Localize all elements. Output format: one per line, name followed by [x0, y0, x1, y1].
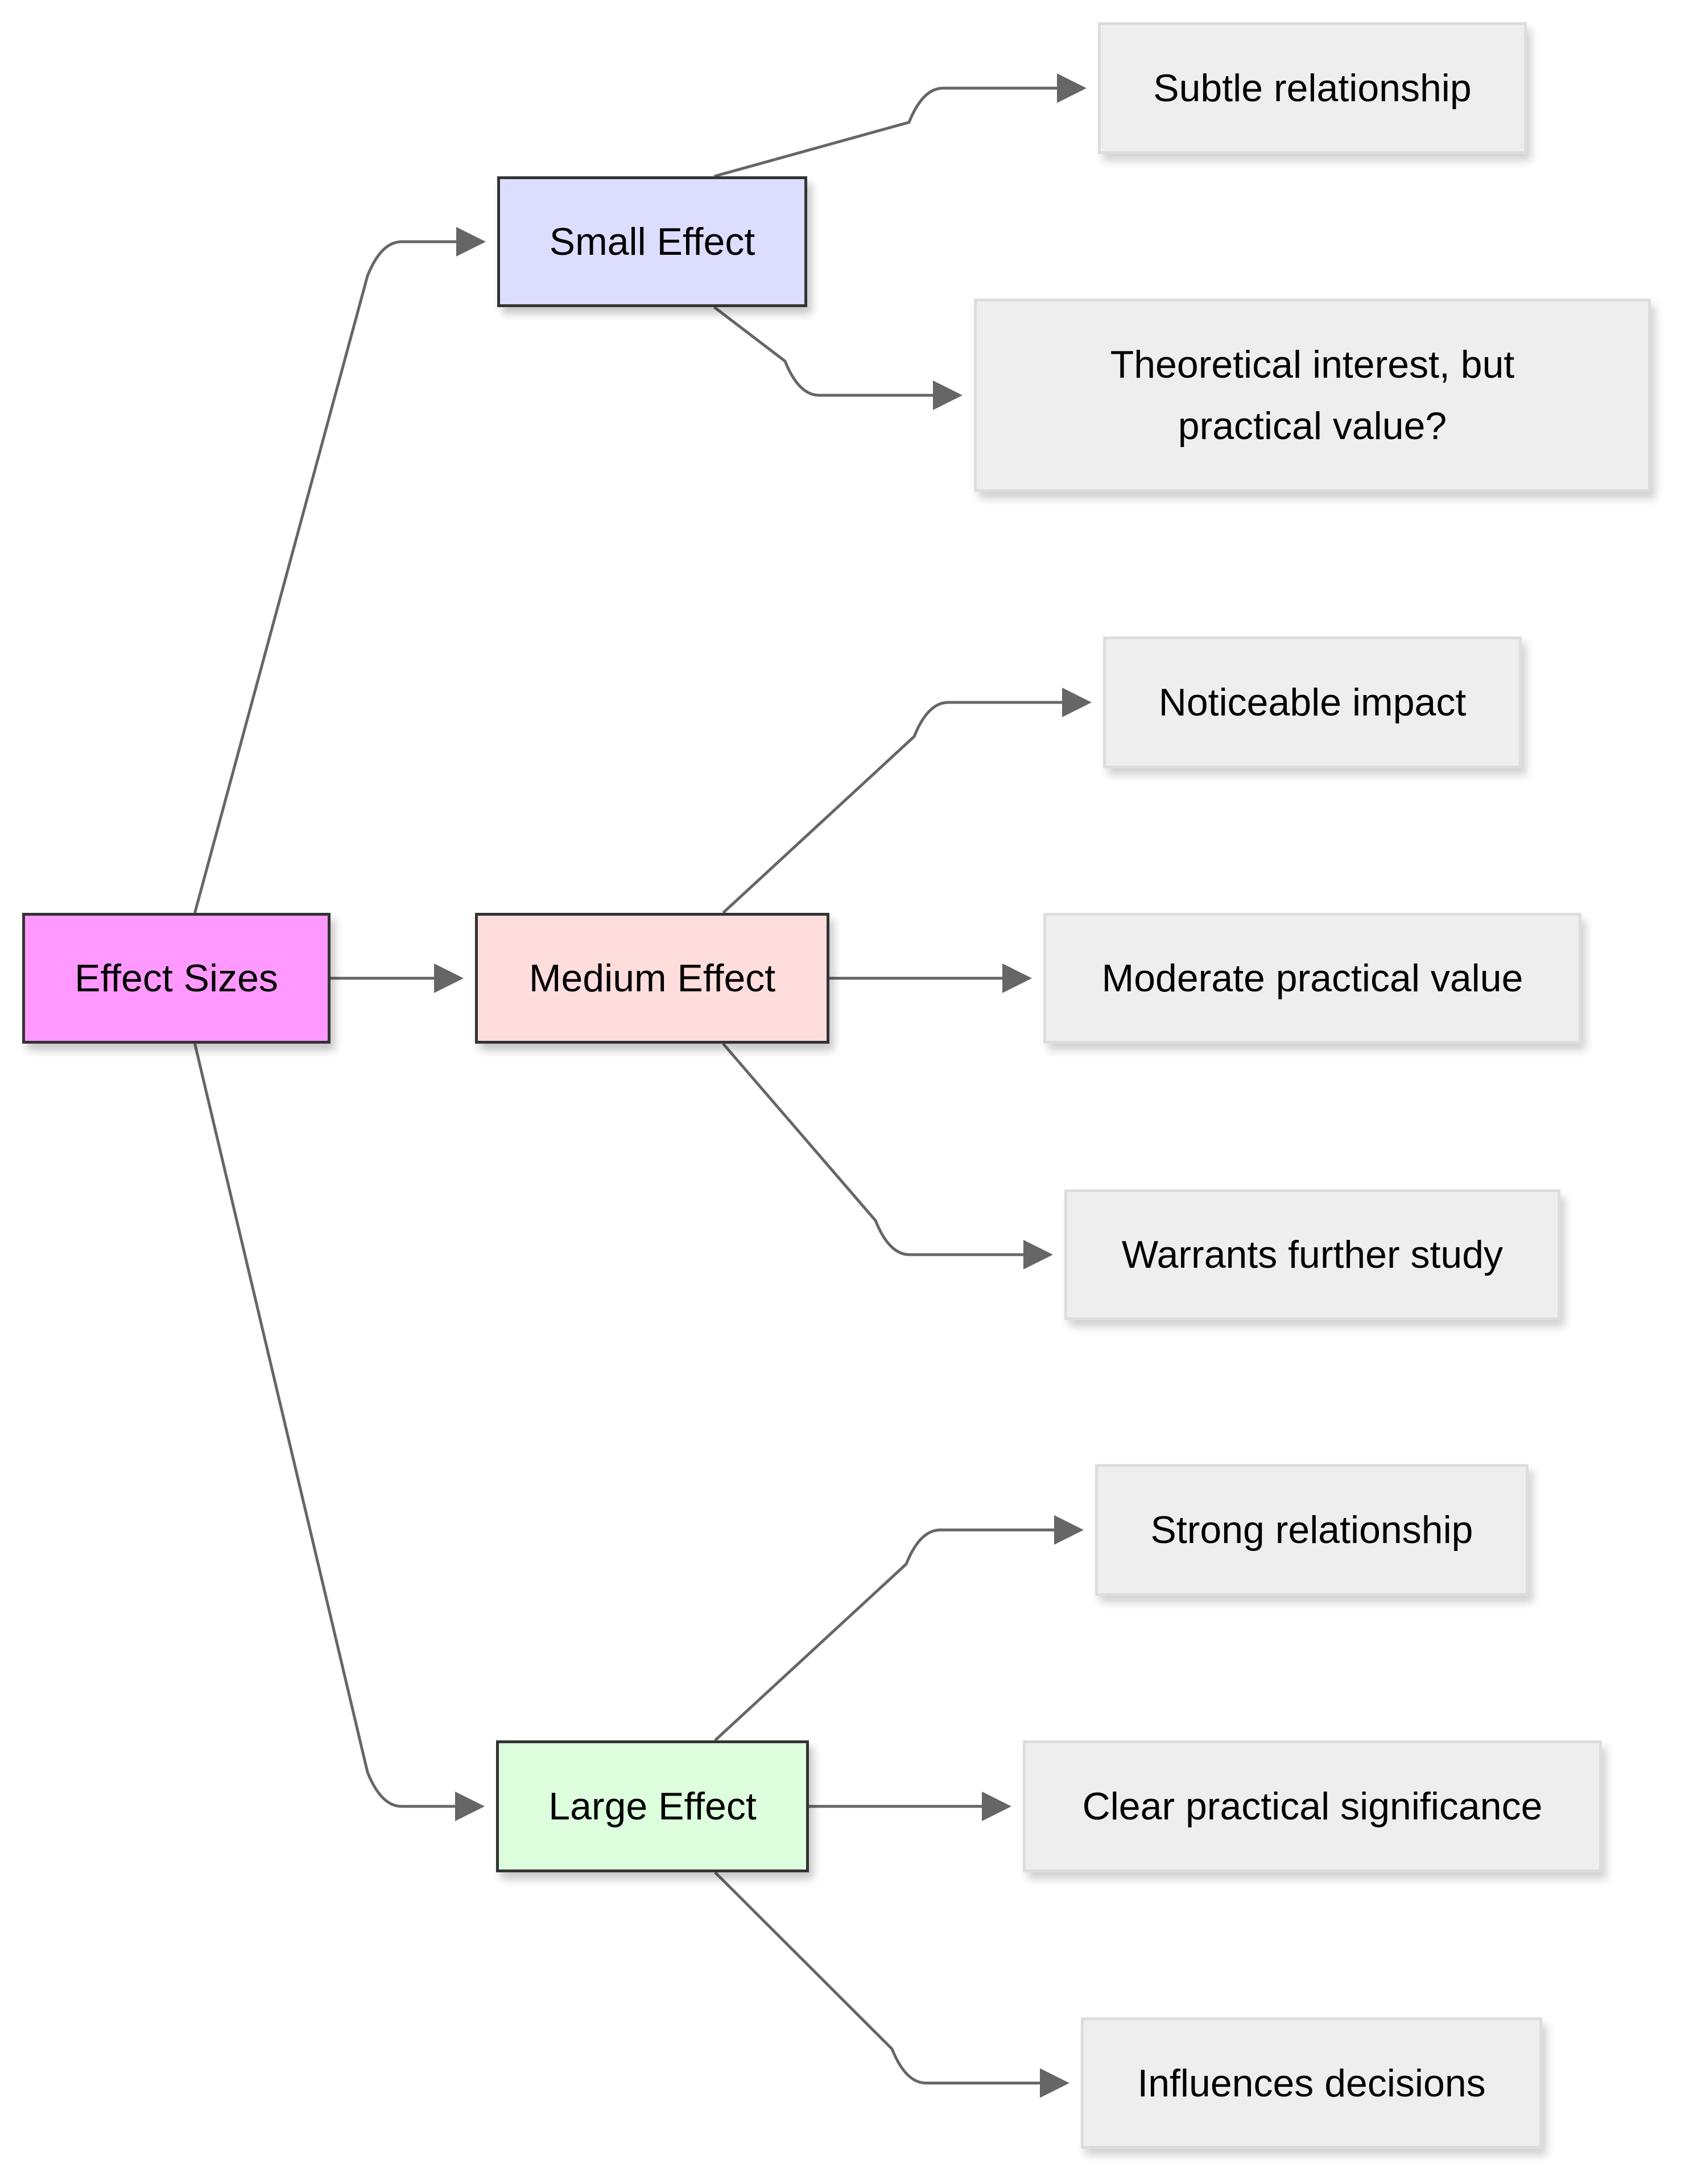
node-label: Small Effect: [549, 220, 755, 263]
arrowhead-icon: [1023, 1240, 1053, 1269]
arrowhead-icon: [455, 1792, 485, 1821]
node-small-effect[interactable]: Small Effect: [497, 176, 807, 307]
node-effect-sizes[interactable]: Effect Sizes: [22, 913, 331, 1044]
node-theoretical-interest[interactable]: Theoretical interest, but practical valu…: [974, 299, 1651, 492]
node-noticeable-impact[interactable]: Noticeable impact: [1103, 636, 1522, 768]
node-influences-decisions[interactable]: Influences decisions: [1081, 2017, 1542, 2149]
arrowhead-icon: [1040, 2068, 1069, 2098]
arrowhead-icon: [456, 227, 486, 257]
node-label: Effect Sizes: [75, 957, 278, 1000]
node-label-line-2: practical value?: [1178, 404, 1447, 448]
arrowhead-icon: [1062, 688, 1092, 717]
node-label: Noticeable impact: [1158, 681, 1467, 724]
node-clear-practical-significance[interactable]: Clear practical significance: [1023, 1740, 1602, 1872]
edge-large-to-strong: [714, 1528, 1054, 1742]
node-label: Influences decisions: [1137, 2061, 1486, 2105]
node-warrants-further-study[interactable]: Warrants further study: [1064, 1189, 1560, 1320]
node-moderate-practical-value[interactable]: Moderate practical value: [1043, 913, 1581, 1044]
node-label: Medium Effect: [528, 957, 776, 1000]
edge-medium-to-warrants: [722, 1043, 1023, 1256]
node-label: Strong relationship: [1150, 1508, 1473, 1552]
node-strong-relationship[interactable]: Strong relationship: [1095, 1464, 1529, 1596]
arrowhead-icon: [1002, 963, 1032, 993]
node-medium-effect[interactable]: Medium Effect: [475, 913, 829, 1044]
arrowhead-icon: [933, 380, 963, 410]
edge-medium-to-notice: [722, 701, 1062, 914]
node-label: Moderate practical value: [1101, 957, 1523, 1000]
arrowhead-icon: [1057, 73, 1087, 103]
node-label: Clear practical significance: [1082, 1785, 1543, 1828]
edge-small-to-subtle: [713, 86, 1057, 178]
edge-small-to-theo: [713, 306, 933, 397]
node-label: Warrants further study: [1121, 1233, 1504, 1276]
node-label-line-1: Theoretical interest, but: [1110, 343, 1515, 386]
edge-large-to-influences: [714, 1871, 1040, 2084]
node-label: Subtle relationship: [1153, 67, 1472, 110]
arrowhead-icon: [1054, 1515, 1084, 1545]
node-large-effect[interactable]: Large Effect: [496, 1740, 809, 1872]
arrowhead-icon: [982, 1792, 1011, 1821]
node-subtle-relationship[interactable]: Subtle relationship: [1098, 22, 1527, 154]
arrowhead-icon: [434, 963, 464, 993]
edge-root-to-small: [193, 240, 456, 913]
node-label: Large Effect: [548, 1785, 757, 1828]
edge-root-to-large: [193, 1043, 455, 1808]
